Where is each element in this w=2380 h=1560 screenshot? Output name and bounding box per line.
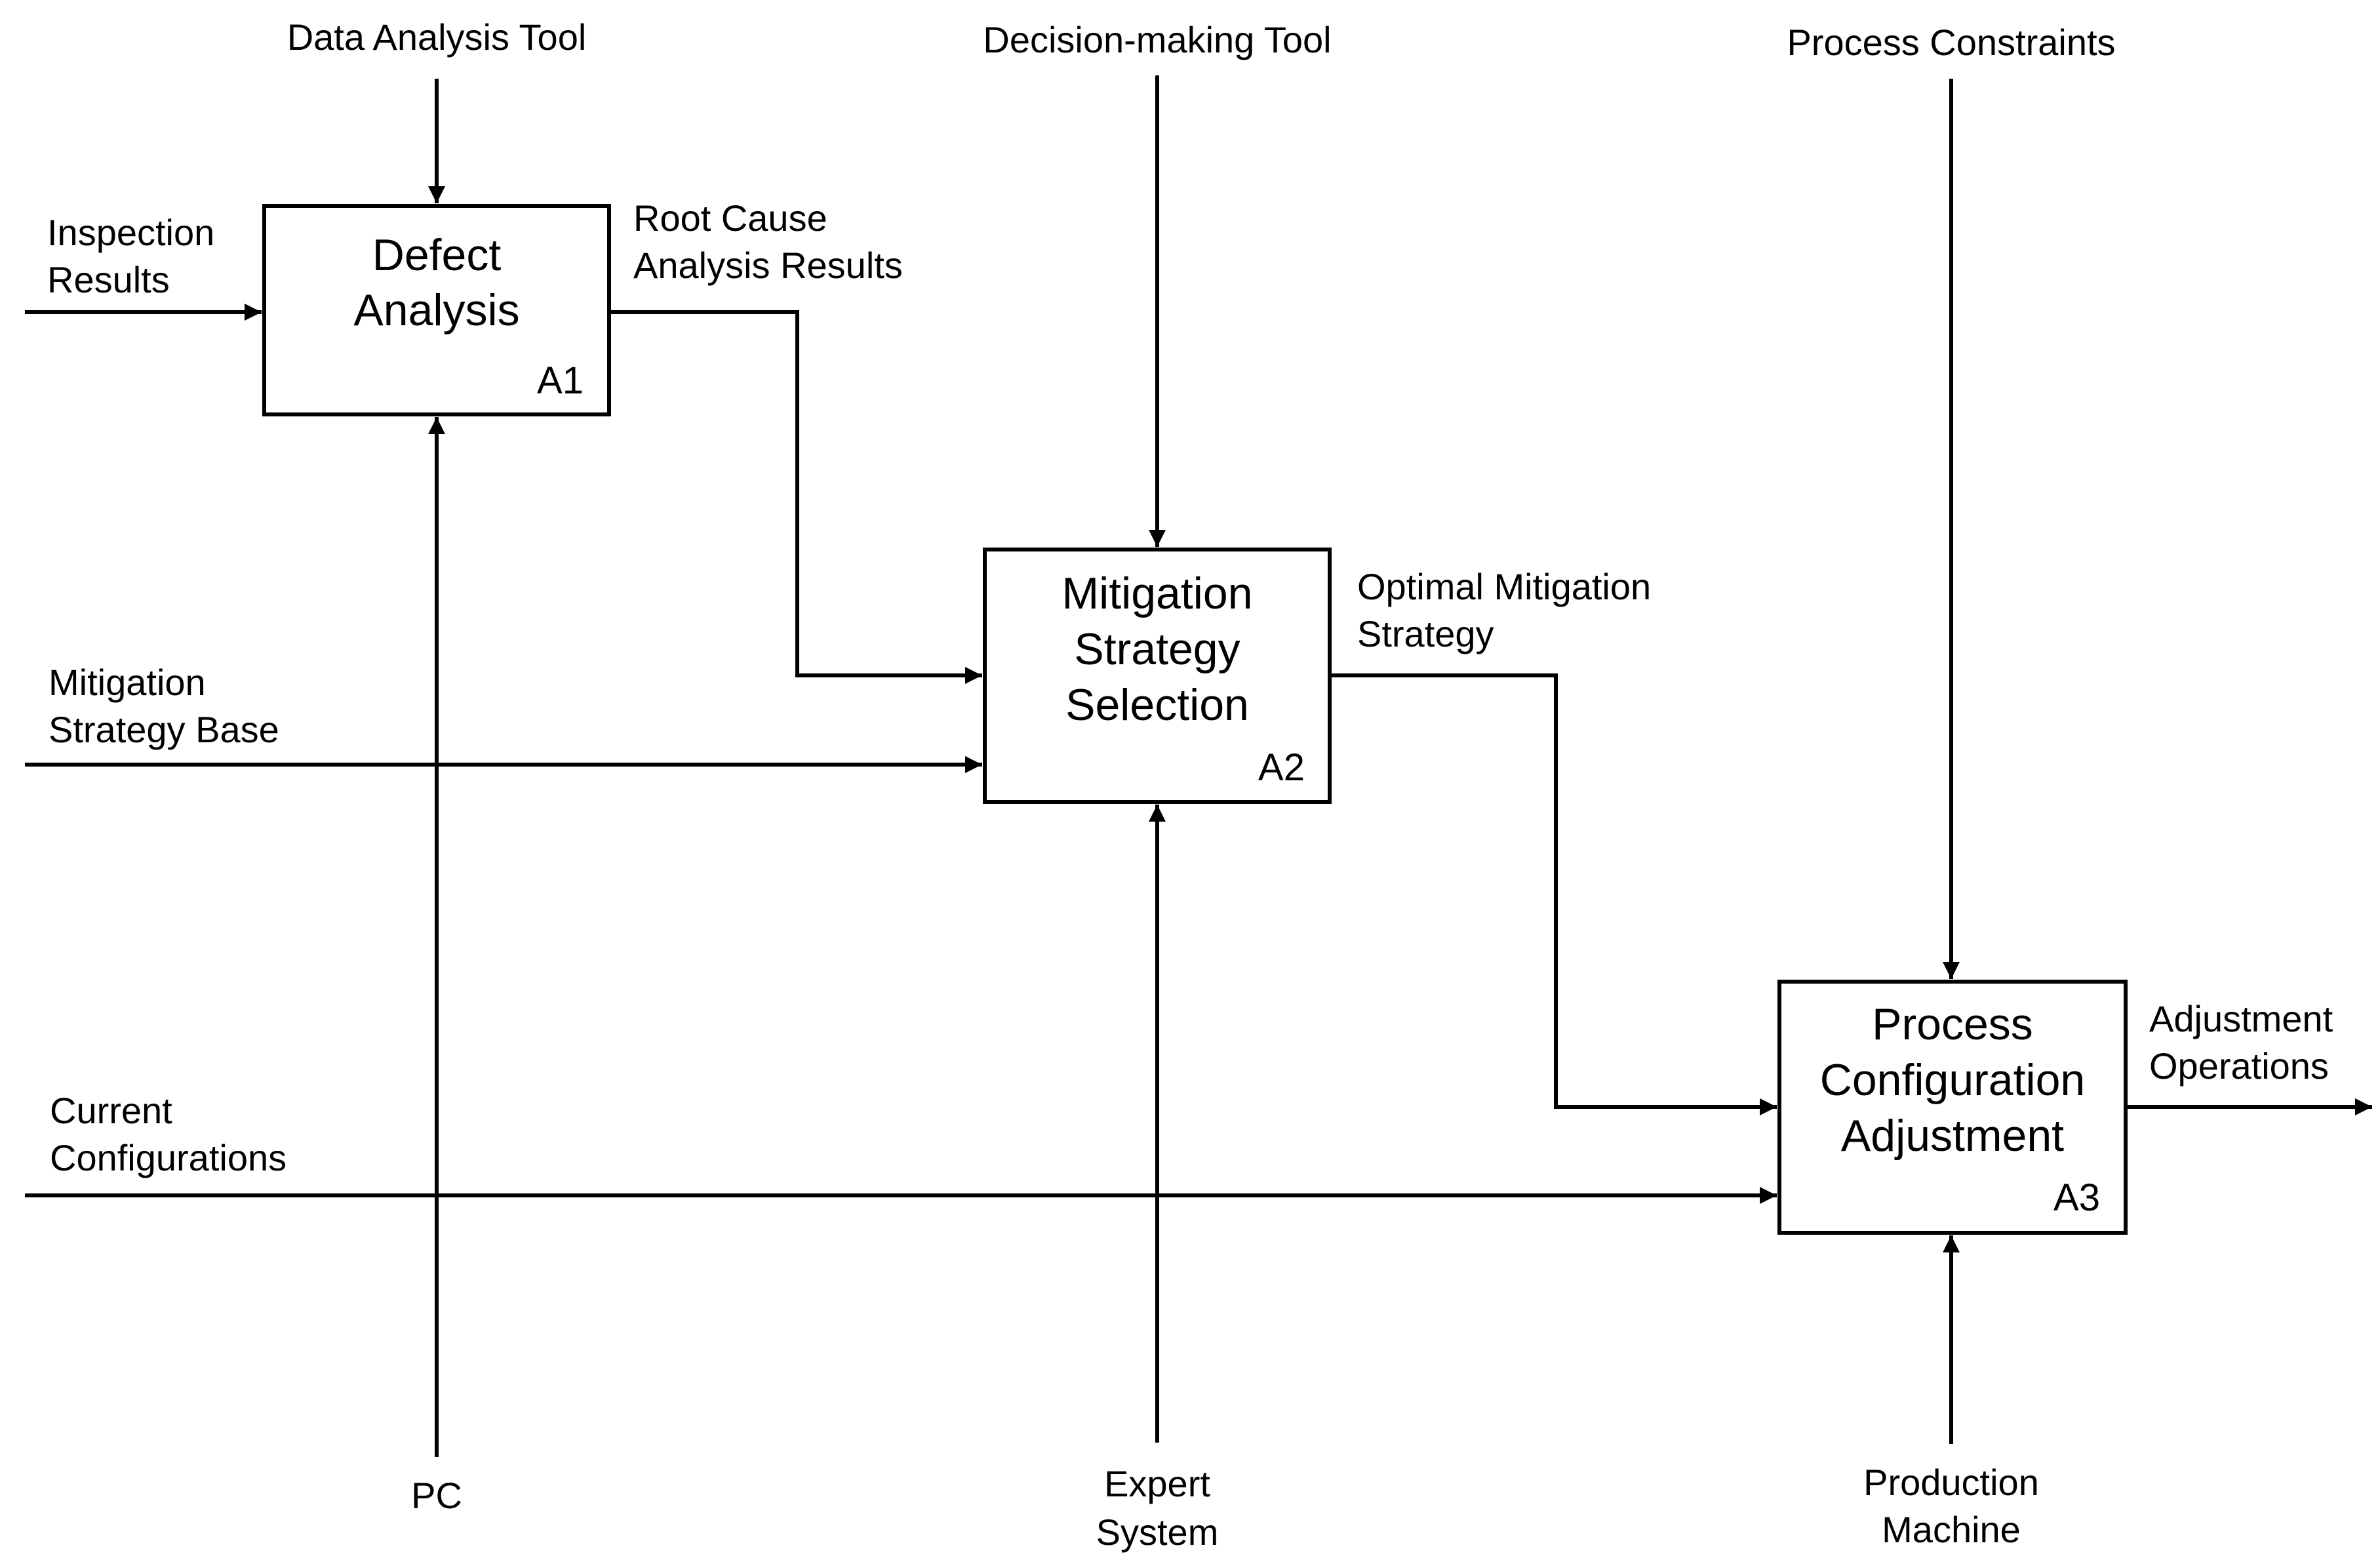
label-adjustment-operations-line-2: Operations	[2149, 1045, 2329, 1087]
box-a3-process-configuration-adjustment: Process Configuration Adjustment A3	[1777, 980, 2128, 1235]
label-current-configurations-line-1: Current	[50, 1090, 172, 1131]
label-production-machine-line-2: Machine	[1882, 1509, 2021, 1550]
label-mitigation-strategy-base-line-2: Strategy Base	[49, 709, 279, 750]
label-mitigation-strategy-base-line-1: Mitigation	[49, 662, 206, 703]
label-adjustment-operations-line-1: Adjustment	[2149, 998, 2333, 1039]
box-a1-title-line-2: Analysis	[353, 285, 519, 335]
box-a2-title-line-1: Mitigation	[1061, 569, 1252, 618]
box-a2-id: A2	[1258, 746, 1305, 789]
label-optimal-mitigation-line-1: Optimal Mitigation	[1357, 566, 1651, 607]
box-a1-defect-analysis: Defect Analysis A1	[262, 204, 611, 416]
label-decision-making-tool: Decision-making Tool	[983, 19, 1331, 60]
box-a3-id: A3	[2053, 1176, 2100, 1219]
box-a3-title-line-2: Configuration	[1820, 1055, 2085, 1105]
box-a2-title-line-2: Strategy	[1074, 624, 1240, 674]
label-pc: PC	[411, 1475, 462, 1516]
box-a3-title-line-1: Process	[1872, 999, 2033, 1049]
label-inspection-results-line-2: Results	[47, 259, 170, 300]
box-a1-id: A1	[537, 359, 584, 402]
box-a1-title-line-1: Defect	[372, 230, 502, 280]
label-production-machine-line-1: Production	[1863, 1462, 2039, 1503]
arrow-flow-optimal-mitigation-strategy	[1330, 673, 1777, 1115]
arrow-flow-root-cause-analysis-results	[609, 310, 982, 684]
label-optimal-mitigation-line-2: Strategy	[1357, 613, 1494, 654]
label-inspection-results-line-1: Inspection	[47, 212, 214, 253]
box-a2-title-line-3: Selection	[1065, 680, 1249, 730]
label-data-analysis-tool: Data Analysis Tool	[287, 16, 587, 58]
label-root-cause-line-2: Analysis Results	[633, 245, 903, 286]
label-current-configurations-line-2: Configurations	[50, 1137, 287, 1178]
label-root-cause-line-1: Root Cause	[633, 197, 827, 239]
label-expert-system-line-2: System	[1096, 1511, 1219, 1553]
box-a2-mitigation-strategy-selection: Mitigation Strategy Selection A2	[983, 548, 1332, 804]
box-a3-title-line-3: Adjustment	[1841, 1111, 2064, 1161]
label-expert-system-line-1: Expert	[1104, 1463, 1210, 1504]
label-process-constraints: Process Constraints	[1787, 22, 2115, 63]
